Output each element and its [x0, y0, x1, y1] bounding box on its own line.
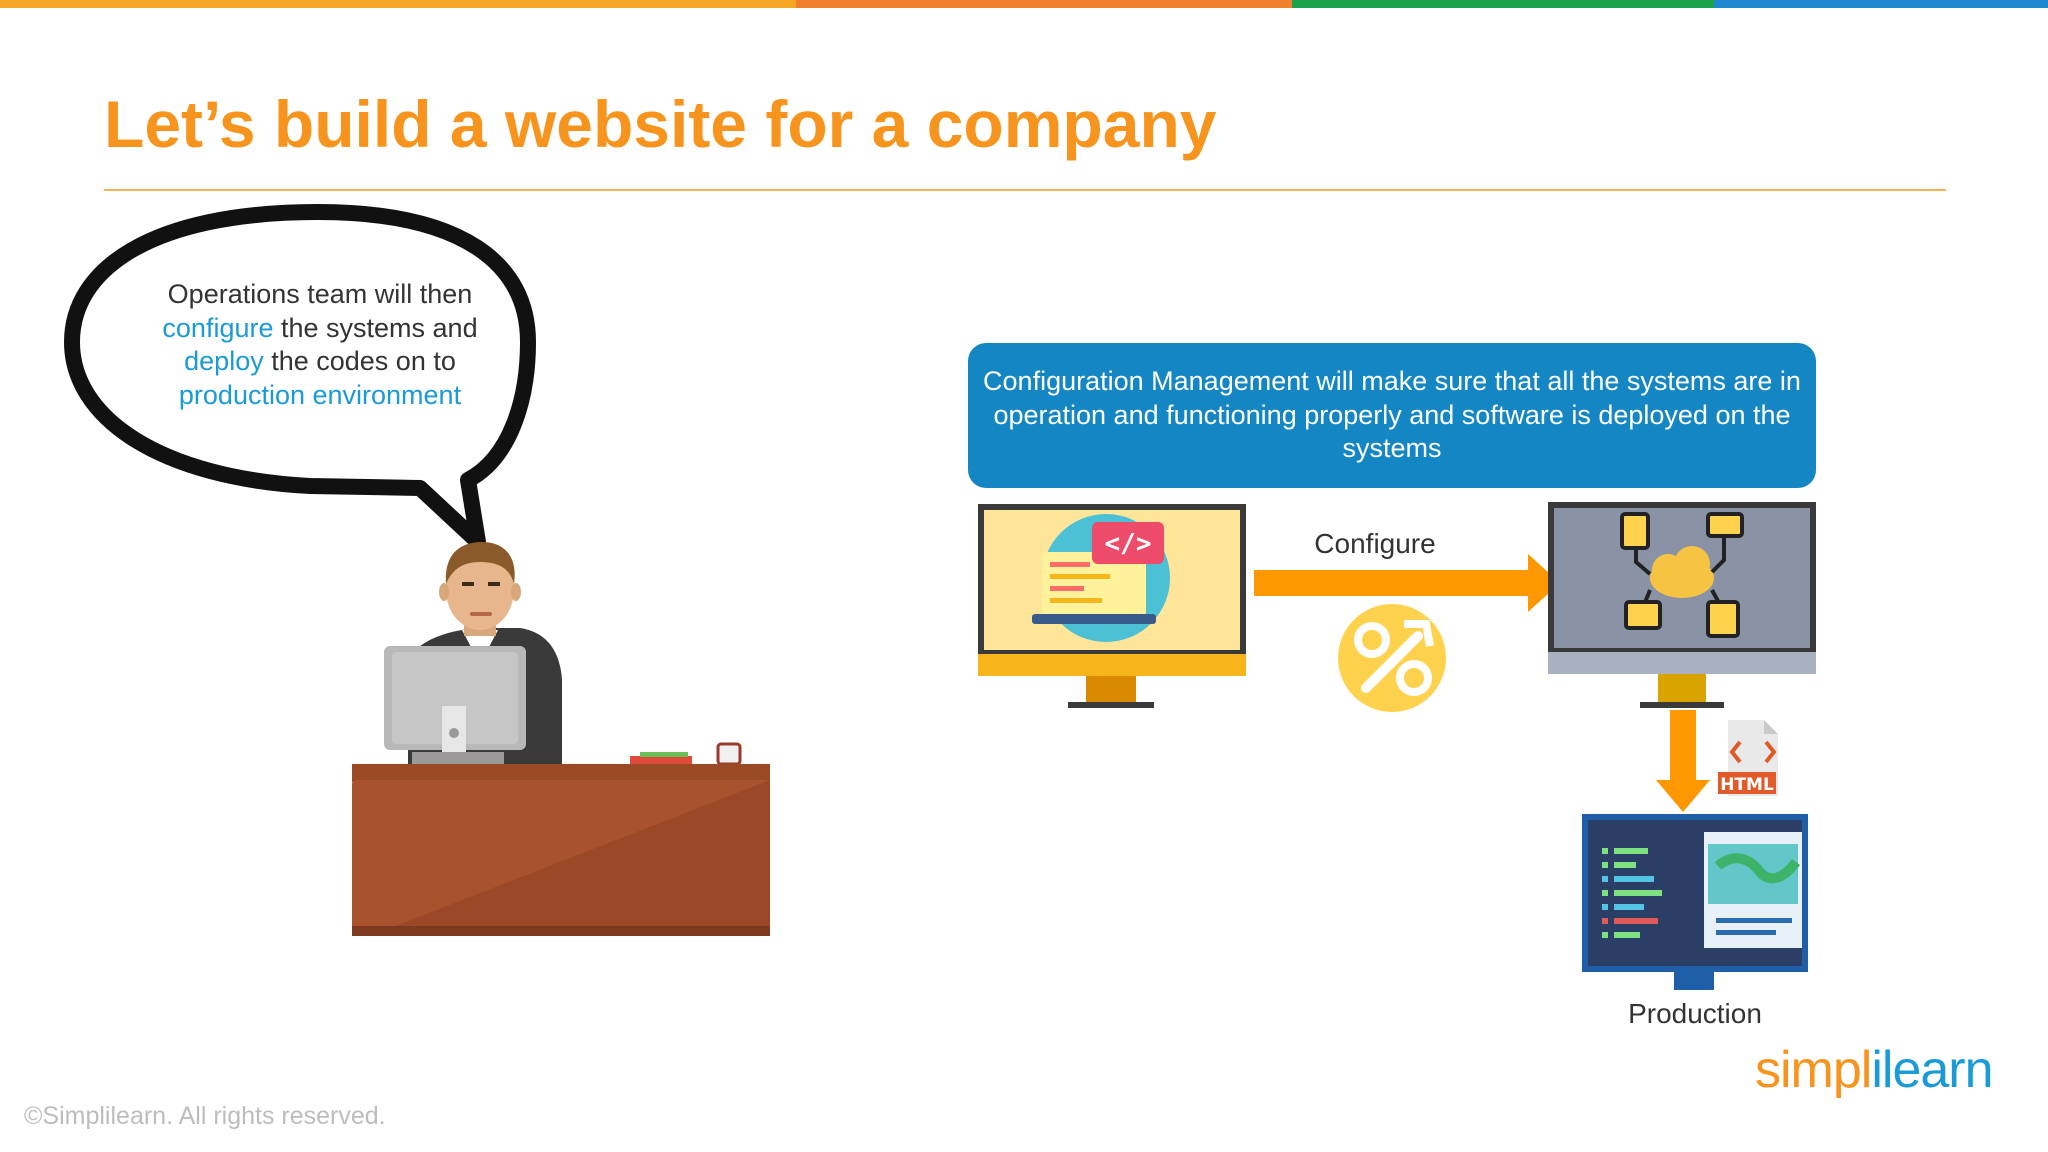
speech-line-3: deploy the codes on to — [124, 345, 516, 379]
production-label: Production — [1628, 998, 1762, 1029]
html-badge-text: HTML — [1720, 775, 1774, 795]
production-monitor — [1582, 814, 1808, 990]
title-divider — [104, 189, 1946, 191]
speech-bubble — [64, 204, 536, 550]
top-stripe-yellow — [0, 0, 796, 8]
slide-title: Let’s build a website for a company — [104, 87, 1217, 161]
highlight-production-environment: production environment — [178, 379, 462, 410]
copyright-footer: ©Simplilearn. All rights reserved. — [24, 1102, 386, 1130]
simplilearn-logo: simplilearn — [1755, 1040, 1994, 1100]
speech-line-1: Operations team will then — [167, 279, 473, 309]
highlight-deploy: deploy — [184, 346, 264, 376]
network-monitor — [1548, 502, 1816, 708]
wrench-gear-icon — [1338, 604, 1446, 712]
speech-bubble-text: Operations team will then configure the … — [124, 278, 516, 412]
callout-text: Configuration Management will make sure … — [983, 366, 1801, 464]
developer-at-desk — [352, 542, 770, 936]
top-stripe-green — [1292, 0, 1714, 8]
top-stripe-orange — [796, 0, 1292, 8]
speech-line-3-rest: the codes on to — [263, 346, 456, 376]
logo-part-3: learn — [1881, 1041, 1994, 1099]
speech-line-2-rest: the systems and — [273, 312, 478, 343]
code-laptop-monitor: </> — [978, 504, 1246, 708]
highlight-configure: configure — [162, 312, 274, 343]
logo-part-2: i — [1871, 1041, 1883, 1099]
right-arrow — [1254, 554, 1560, 612]
svg-text:</>: </> — [1105, 529, 1152, 559]
speech-line-2: configure the systems and — [124, 312, 516, 346]
logo-part-1: simpl — [1755, 1041, 1872, 1099]
down-arrow — [1656, 710, 1710, 812]
html-file-icon: HTML — [1718, 720, 1778, 796]
top-stripe-blue — [1714, 0, 2048, 8]
configuration-management-callout: Configuration Management will make sure … — [968, 343, 1816, 488]
configure-label: Configure — [1314, 528, 1436, 559]
